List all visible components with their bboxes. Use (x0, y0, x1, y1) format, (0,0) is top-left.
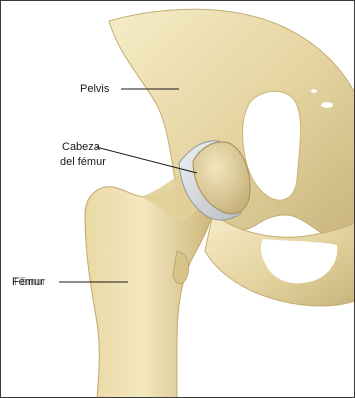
pelvis-foramen-tiny (311, 89, 317, 93)
femoral-head-label-line1: Cabeza (62, 140, 100, 154)
femoral-head-label-line2: del fémur (60, 155, 106, 169)
femur-label: Fémur (12, 275, 44, 289)
pelvis-label: Pelvis (80, 82, 109, 96)
pelvis-foramen-small (321, 102, 333, 108)
femur-bone (85, 187, 213, 398)
